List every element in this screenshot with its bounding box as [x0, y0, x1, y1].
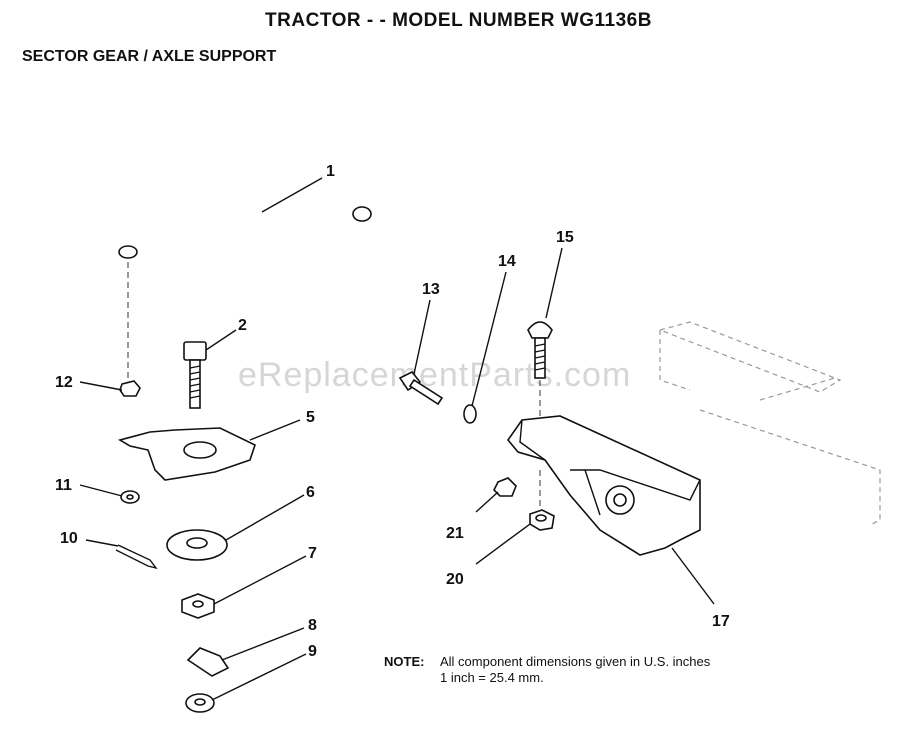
- note-label: NOTE:: [384, 654, 425, 669]
- callout-20: 20: [446, 571, 464, 588]
- part-12-nut: [119, 380, 141, 397]
- callout-10: 10: [60, 530, 78, 547]
- part-20-nut: [529, 509, 555, 531]
- watermark: eReplacementParts.com: [238, 356, 632, 394]
- callout-7: 7: [308, 545, 317, 562]
- part-10-cotter-pin: [115, 544, 158, 570]
- callout-17: 17: [712, 613, 730, 630]
- part-15-bolt: [527, 321, 553, 379]
- callout-13: 13: [422, 281, 440, 298]
- diagram-title: TRACTOR - - MODEL NUMBER WG1136B: [265, 10, 652, 31]
- callout-21: 21: [446, 525, 464, 542]
- part-drag-link: [118, 194, 372, 284]
- part-5-sector-gear: [117, 427, 256, 481]
- callout-9: 9: [308, 643, 317, 660]
- part-8-clip: [186, 647, 230, 677]
- part-21-nut: [493, 477, 517, 497]
- note-line-2: 1 inch = 25.4 mm.: [440, 670, 544, 685]
- part-14-washer: [463, 404, 477, 424]
- part-17-axle-support: [506, 415, 701, 556]
- callout-11: 11: [55, 477, 72, 494]
- callout-2: 2: [238, 317, 247, 334]
- callout-5: 5: [306, 409, 315, 426]
- callout-6: 6: [306, 484, 315, 501]
- dimension-note: NOTE: All component dimensions given in U…: [384, 654, 710, 686]
- part-7-nut: [181, 593, 215, 619]
- callout-15: 15: [556, 229, 574, 246]
- part-9-nut: [185, 693, 215, 713]
- note-line-1: All component dimensions given in U.S. i…: [440, 654, 711, 669]
- part-11-washer: [120, 490, 140, 504]
- callout-12: 12: [55, 374, 73, 391]
- diagram-subtitle: SECTOR GEAR / AXLE SUPPORT: [22, 48, 277, 65]
- callout-8: 8: [308, 617, 317, 634]
- leader-lines: [79, 177, 715, 701]
- part-6-spacer: [166, 529, 228, 561]
- frame-outline: [658, 321, 881, 526]
- part-2-bolt: [183, 341, 207, 409]
- callout-1: 1: [326, 163, 335, 180]
- callout-14: 14: [498, 253, 516, 270]
- part-13-bolt: [398, 370, 444, 406]
